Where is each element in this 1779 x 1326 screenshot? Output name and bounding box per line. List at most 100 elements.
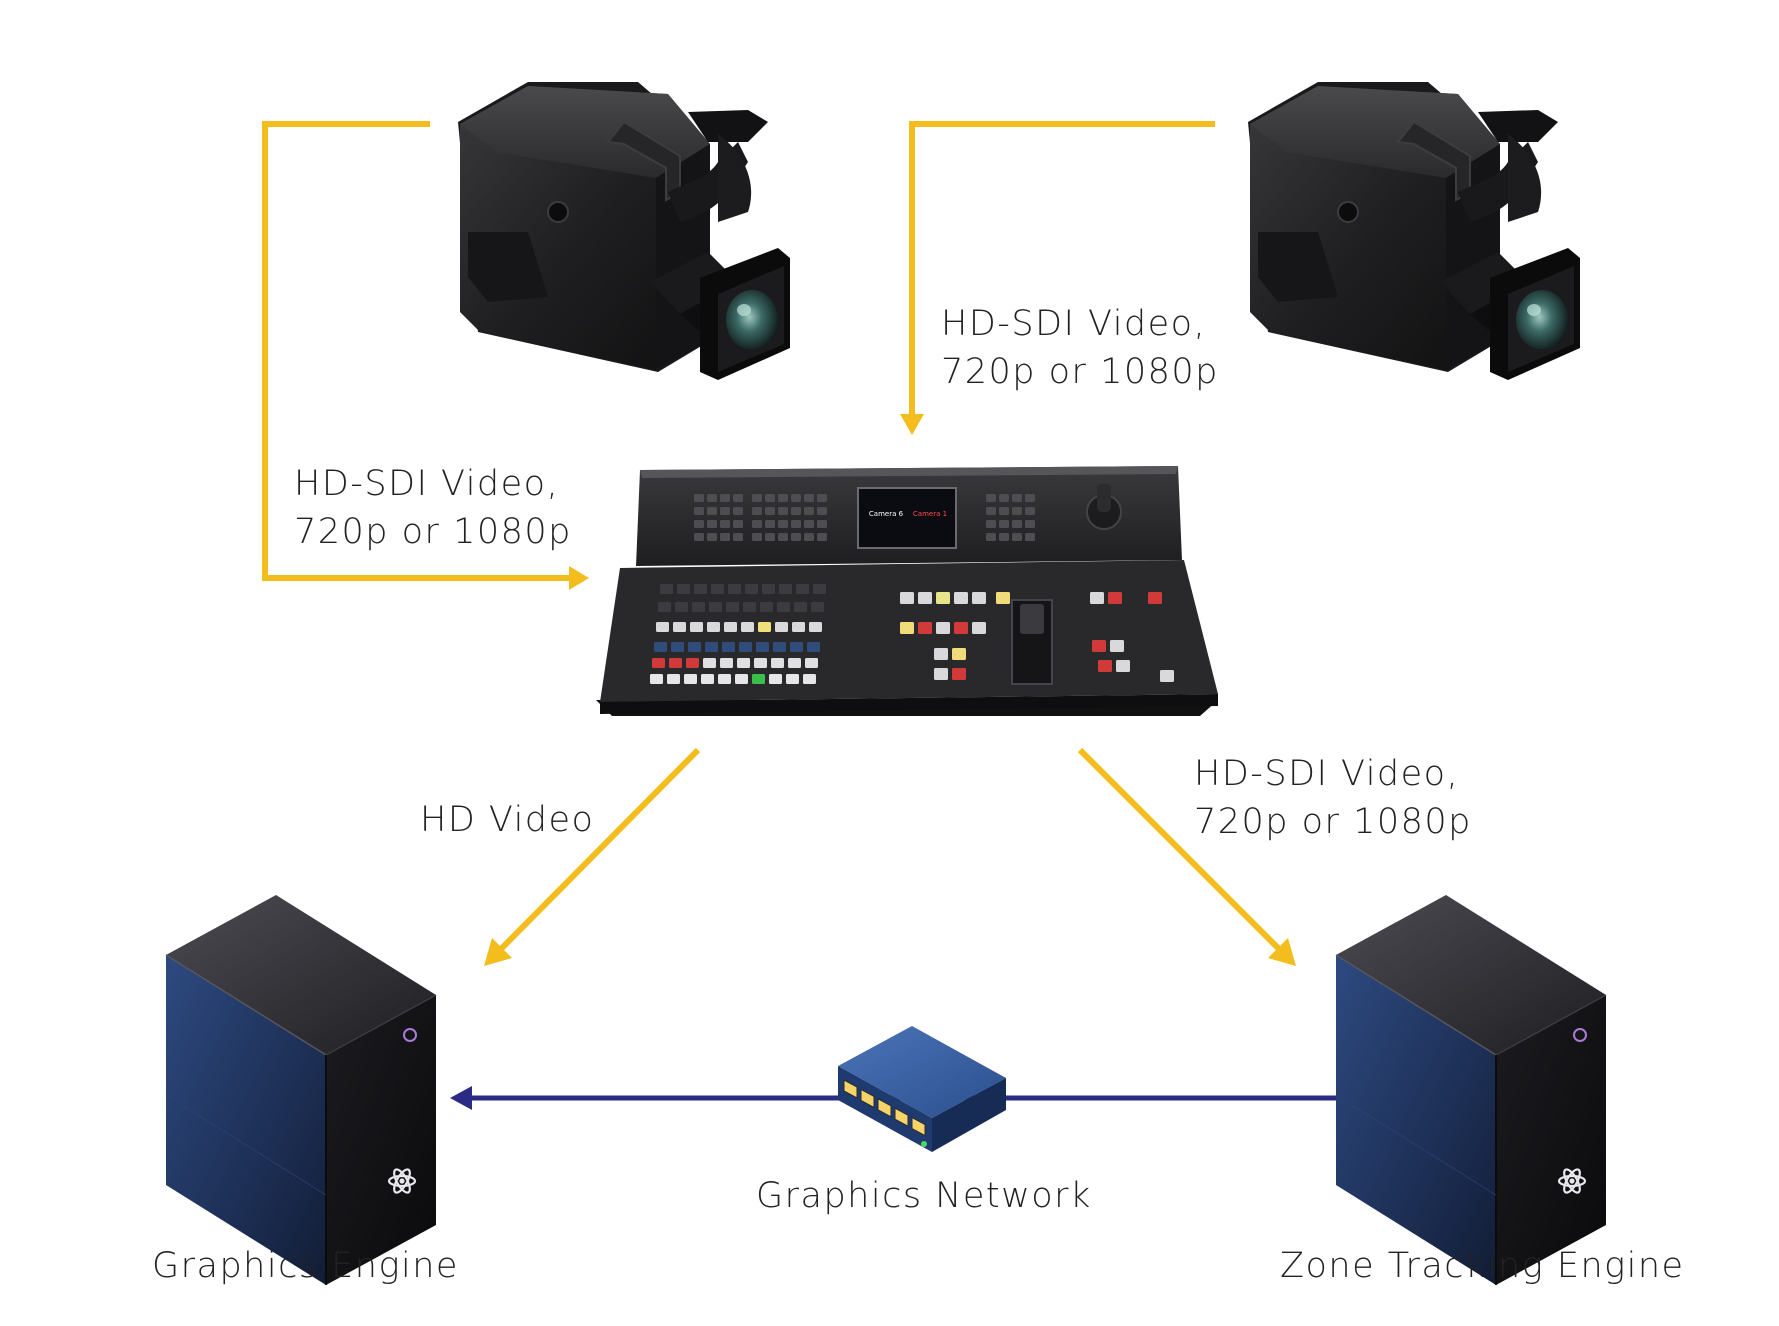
switcher-button <box>936 622 950 634</box>
switcher-button <box>733 494 743 502</box>
switcher-button <box>986 520 996 528</box>
switcher-button <box>765 494 775 502</box>
switcher-button <box>769 674 782 684</box>
switcher-button <box>673 622 686 632</box>
switcher-button <box>656 622 669 632</box>
switcher-button <box>741 622 754 632</box>
switcher-button <box>765 507 775 515</box>
switcher-button <box>794 602 807 612</box>
switcher-button <box>754 658 767 668</box>
label-line: 720p or 1080p <box>1194 802 1472 842</box>
switcher-button <box>720 520 730 528</box>
switcher-button <box>1025 520 1035 528</box>
switcher-button <box>1012 507 1022 515</box>
switcher-button <box>934 668 948 680</box>
label-line: 720p or 1080p <box>294 512 572 552</box>
switcher-button <box>705 642 718 652</box>
switcher-button <box>804 494 814 502</box>
camera-left-link-label: HD-SDI Video, 720p or 1080p <box>294 460 572 556</box>
video-link-zone-tracking <box>1077 747 1296 966</box>
switcher-button <box>724 622 737 632</box>
switcher-button <box>677 584 690 594</box>
switcher-button <box>752 520 762 528</box>
switcher-button <box>756 642 769 652</box>
switcher-screen-right-name: Camera 1 <box>913 510 947 518</box>
switcher-button <box>650 674 663 684</box>
label-line: HD-SDI Video, <box>294 464 560 504</box>
switcher-button <box>813 584 826 594</box>
switcher-button <box>791 507 801 515</box>
switcher-button <box>707 494 717 502</box>
switcher-button <box>934 648 948 660</box>
switcher-button <box>999 507 1009 515</box>
switcher-button <box>778 507 788 515</box>
switcher-button <box>952 668 966 680</box>
zone-link-label: HD-SDI Video, 720p or 1080p <box>1194 750 1472 846</box>
switcher-button <box>722 642 735 652</box>
switcher-button <box>720 658 733 668</box>
switcher-button <box>792 622 805 632</box>
graphics-network-label: Graphics Network <box>756 1172 1092 1220</box>
switcher-button <box>733 520 743 528</box>
switcher-button <box>986 507 996 515</box>
switcher-button <box>778 520 788 528</box>
switcher-button <box>1092 640 1106 652</box>
switcher-button <box>954 592 968 604</box>
switcher-button <box>733 507 743 515</box>
switcher-button <box>804 507 814 515</box>
switcher-button <box>999 533 1009 541</box>
zone-tracking-engine-label: Zone Tracking Engine <box>1280 1242 1685 1290</box>
switcher-button <box>817 507 827 515</box>
switcher-button <box>1012 494 1022 502</box>
switcher-button <box>796 584 809 594</box>
video-link-camera-left <box>262 121 589 590</box>
switcher-button <box>999 520 1009 528</box>
switcher-button <box>703 658 716 668</box>
switcher-button <box>786 674 799 684</box>
label-line: Graphics Engine <box>152 1246 459 1286</box>
switcher-button <box>745 584 758 594</box>
switcher-button <box>737 658 750 668</box>
switcher-button <box>996 592 1010 604</box>
switcher-button <box>779 584 792 594</box>
switcher-button <box>718 674 731 684</box>
switcher-button <box>1110 640 1124 652</box>
switcher-button <box>918 592 932 604</box>
switcher-button <box>694 494 704 502</box>
switcher-button <box>803 674 816 684</box>
label-line: HD Video <box>420 800 595 840</box>
switcher-button <box>777 602 790 612</box>
switcher-button <box>1025 533 1035 541</box>
hd-video-label: HD Video <box>420 796 594 844</box>
switcher-button <box>775 622 788 632</box>
switcher-button <box>720 494 730 502</box>
switcher-button <box>807 642 820 652</box>
switcher-screen-left-name: Camera 6 <box>869 510 904 518</box>
switcher-button <box>694 520 704 528</box>
switcher-button <box>701 674 714 684</box>
switcher-button <box>778 533 788 541</box>
switcher-button <box>684 674 697 684</box>
server-tower-icon <box>165 894 437 1286</box>
label-line: HD-SDI Video, <box>1194 754 1460 794</box>
switcher-button <box>809 622 822 632</box>
switcher-button <box>972 592 986 604</box>
switcher-button <box>1025 494 1035 502</box>
switcher-button <box>1108 592 1122 604</box>
switcher-button <box>728 584 741 594</box>
switcher-button <box>707 533 717 541</box>
switcher-button <box>694 533 704 541</box>
switcher-button <box>778 494 788 502</box>
ethernet-port-icon <box>843 1079 858 1099</box>
switcher-button <box>752 507 762 515</box>
switcher-button <box>686 658 699 668</box>
ethernet-port-icon <box>911 1116 926 1137</box>
camera-right-link-label: HD-SDI Video, 720p or 1080p <box>941 300 1219 396</box>
switcher-button <box>790 642 803 652</box>
switcher-button <box>671 642 684 652</box>
video-link-hd-output <box>484 747 701 966</box>
switcher-button <box>765 533 775 541</box>
switcher-button <box>972 622 986 634</box>
switcher-button <box>1012 533 1022 541</box>
switcher-button <box>692 602 705 612</box>
